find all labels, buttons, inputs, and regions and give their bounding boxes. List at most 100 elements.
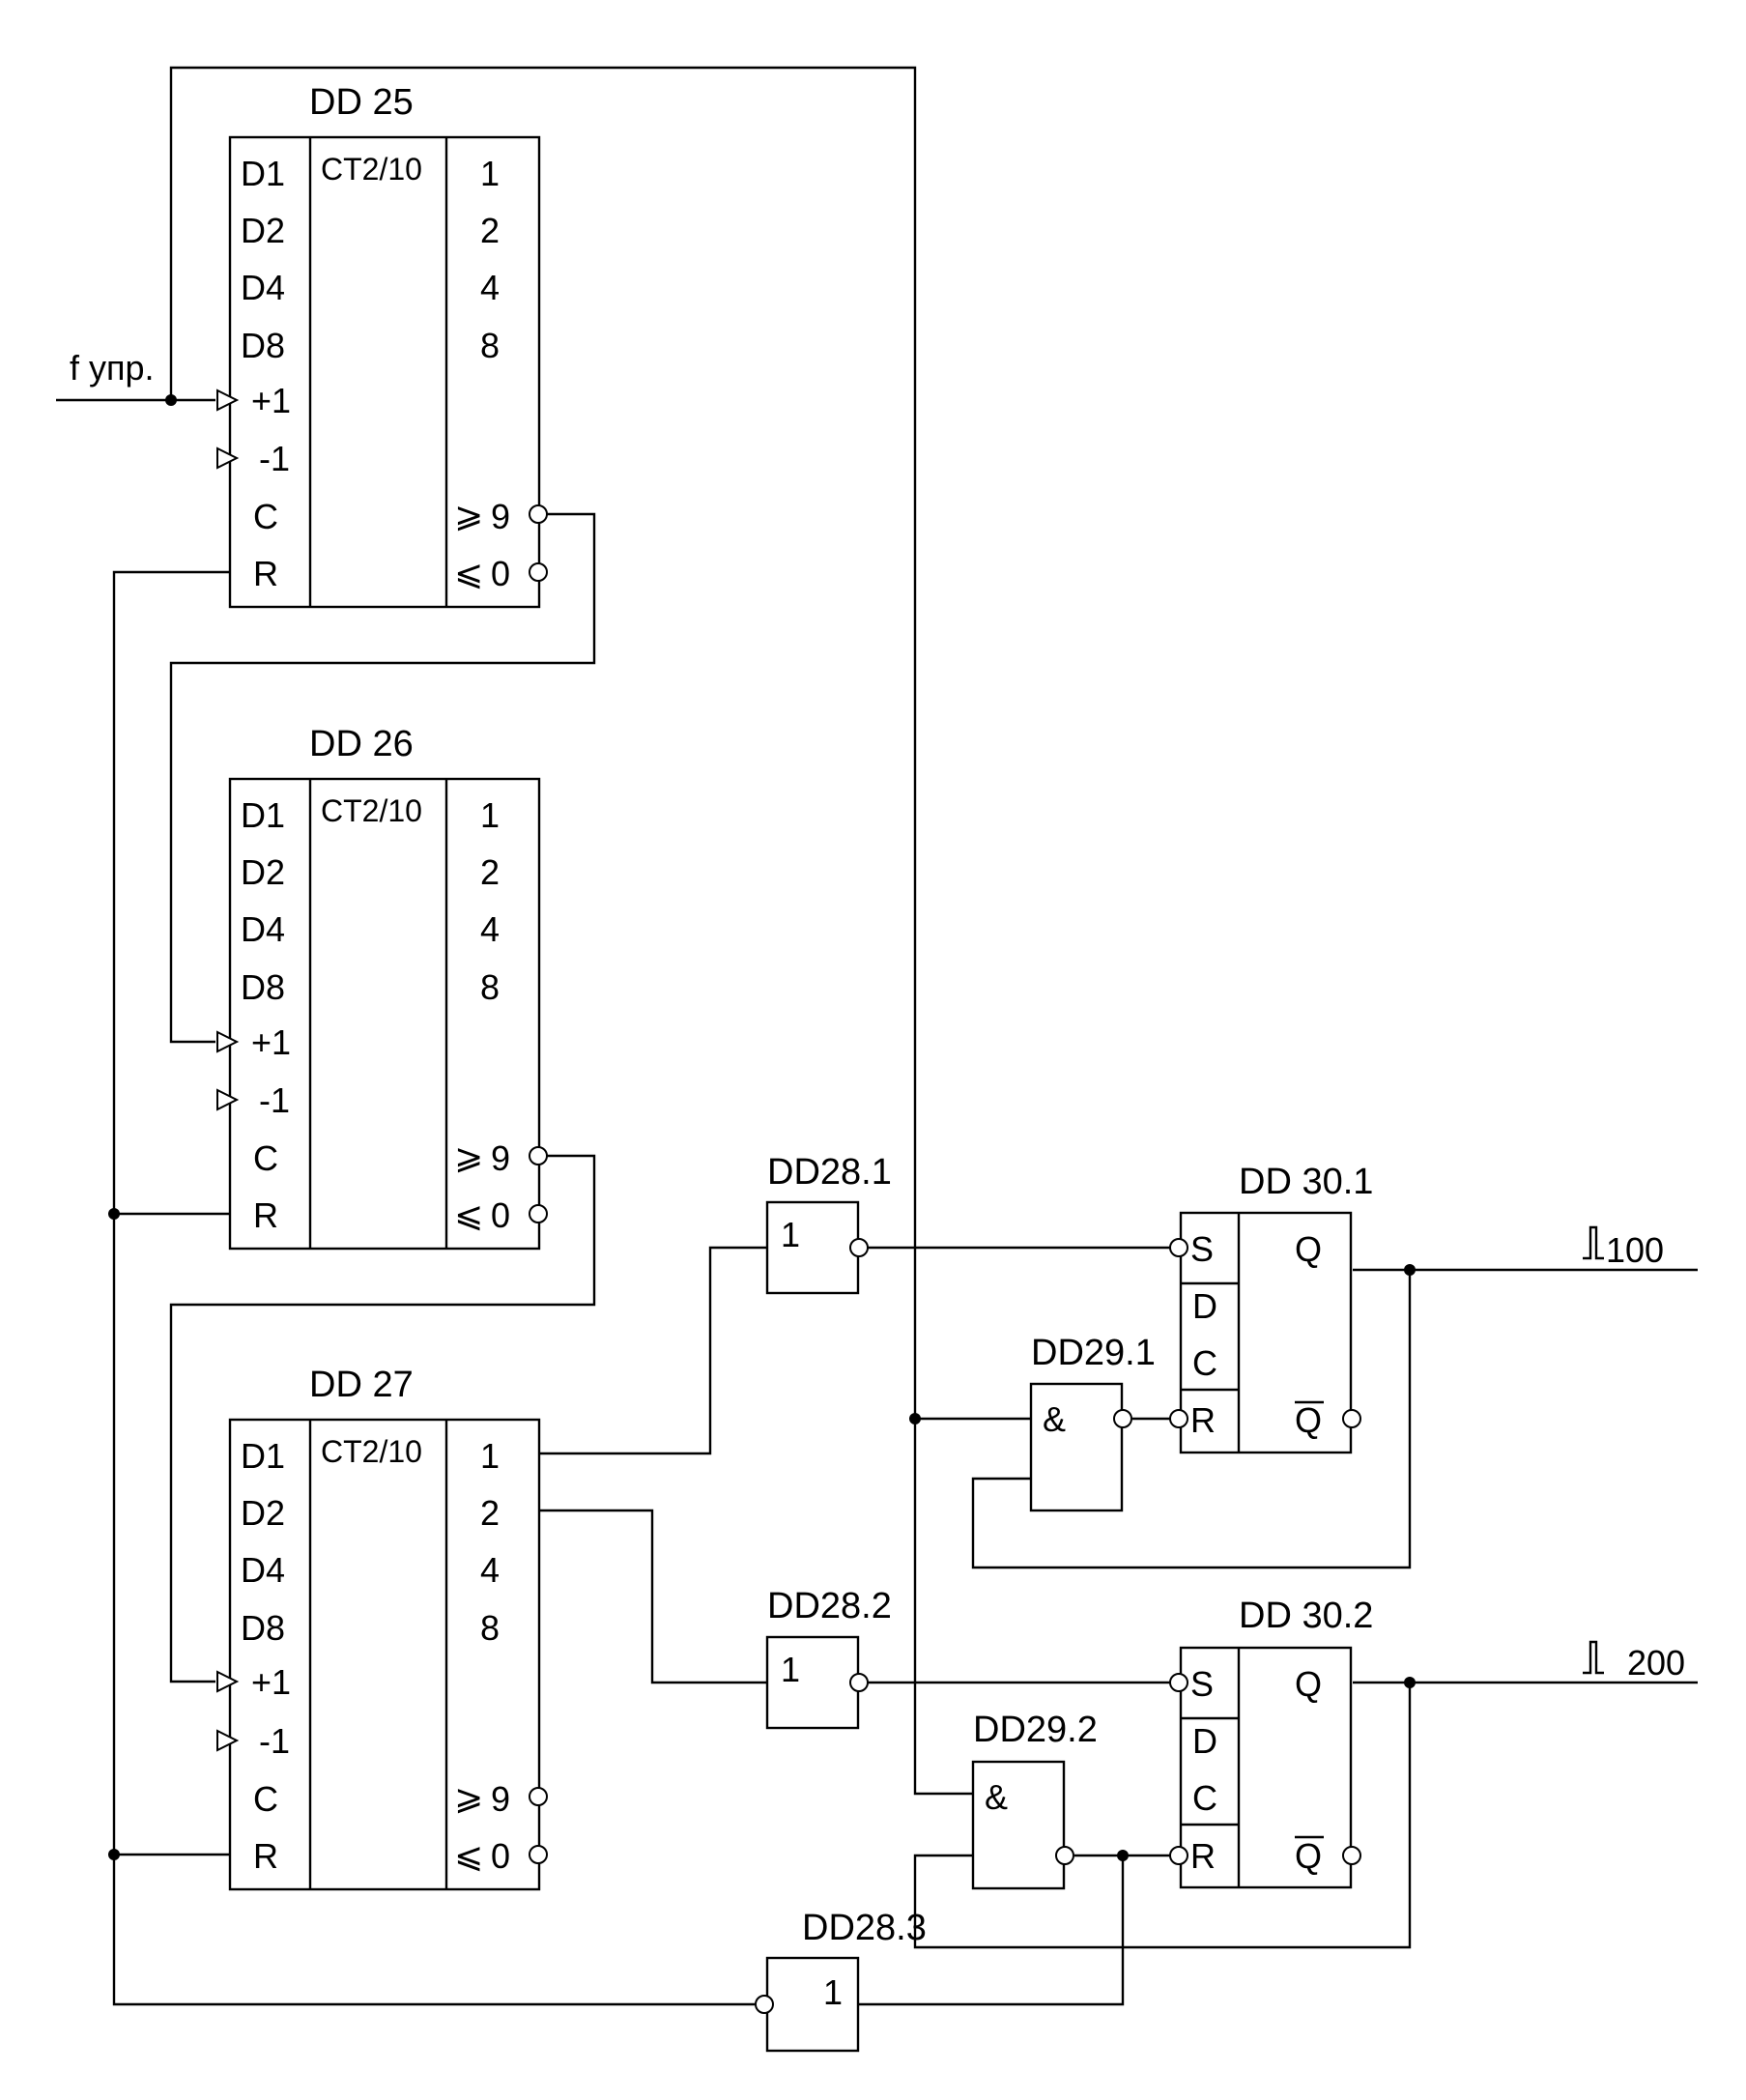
counter-body bbox=[228, 135, 541, 609]
input-signal-label: f упр. bbox=[70, 348, 155, 388]
pin-d2: D2 bbox=[241, 1493, 285, 1533]
pin-q: Q bbox=[1295, 1229, 1322, 1269]
ge-symbol: ⩾ bbox=[454, 1136, 483, 1176]
pin-down: -1 bbox=[259, 439, 290, 478]
pin-d8: D8 bbox=[241, 967, 285, 1007]
pin-c: C bbox=[1192, 1343, 1217, 1383]
counter-dd25: DD 25 CT2/10 D1 D2 D4 D8 +1 -1 C R 1 2 4… bbox=[216, 82, 548, 609]
clock-triangle-icon bbox=[216, 388, 240, 412]
clock-triangle-icon bbox=[216, 1030, 240, 1053]
clock-triangle-icon bbox=[216, 1729, 240, 1752]
pin-q1: 1 bbox=[480, 154, 500, 193]
pin-up: +1 bbox=[251, 381, 291, 420]
output-100: 100 bbox=[1583, 1225, 1664, 1270]
counter-func: CT2/10 bbox=[321, 1434, 422, 1469]
wire-dd30-2-feedback bbox=[913, 1683, 1412, 1949]
inversion-bubble-icon bbox=[1169, 1238, 1188, 1257]
pulse-icon bbox=[1583, 1225, 1604, 1260]
ge-symbol: ⩾ bbox=[454, 1777, 483, 1817]
wire-dd30-1-feedback bbox=[971, 1270, 1412, 1569]
wire-dd27-q1 bbox=[539, 1246, 767, 1455]
output-100-label: 100 bbox=[1606, 1230, 1664, 1270]
inversion-bubble-icon bbox=[1169, 1846, 1188, 1865]
wire-dd27-q2 bbox=[539, 1509, 767, 1684]
output-200-label: 200 bbox=[1627, 1643, 1685, 1683]
pin-c: C bbox=[253, 497, 278, 536]
pin-carry: 9 bbox=[491, 1138, 510, 1178]
pin-q8: 8 bbox=[480, 326, 500, 365]
pin-down: -1 bbox=[259, 1080, 290, 1120]
pin-up: +1 bbox=[251, 1662, 291, 1702]
pin-c: C bbox=[253, 1138, 278, 1178]
junction-reset-dd26 bbox=[108, 1208, 120, 1220]
pin-q2: 2 bbox=[480, 1493, 500, 1533]
pin-q: Q bbox=[1295, 1664, 1322, 1704]
gate-func: 1 bbox=[781, 1215, 800, 1254]
pin-c: C bbox=[1192, 1778, 1217, 1818]
counter-id: DD 26 bbox=[309, 724, 414, 764]
le-symbol: ⩽ bbox=[454, 1194, 483, 1234]
pin-r: R bbox=[1190, 1836, 1216, 1876]
clock-triangle-icon bbox=[216, 1670, 240, 1693]
junctions bbox=[108, 394, 1416, 1861]
ge-symbol: ⩾ bbox=[454, 495, 483, 534]
gate-func: 1 bbox=[781, 1650, 800, 1689]
inversion-bubble-icon bbox=[1169, 1673, 1188, 1692]
junction-reset-dd27 bbox=[108, 1849, 120, 1860]
pin-borrow: 0 bbox=[491, 1195, 510, 1235]
pin-r: R bbox=[253, 554, 278, 593]
inversion-bubble-icon bbox=[1113, 1409, 1132, 1428]
counter-func: CT2/10 bbox=[321, 152, 422, 187]
pin-q8: 8 bbox=[480, 967, 500, 1007]
counter-id: DD 27 bbox=[309, 1365, 414, 1405]
flipflop-body bbox=[1179, 1211, 1353, 1454]
gate-body bbox=[765, 1635, 860, 1730]
counter-dd26: DD 26 CT2/10 D1 D2 D4 D8 +1 -1 C R 1 2 4… bbox=[216, 724, 548, 1251]
pin-down: -1 bbox=[259, 1721, 290, 1761]
pin-d4: D4 bbox=[241, 1550, 285, 1590]
inversion-bubble-icon bbox=[529, 562, 548, 582]
pin-q4: 4 bbox=[480, 909, 500, 949]
flipflop-id: DD 30.2 bbox=[1239, 1596, 1373, 1636]
pin-borrow: 0 bbox=[491, 554, 510, 593]
gate-func: & bbox=[1043, 1399, 1066, 1439]
gate-id: DD28.3 bbox=[802, 1908, 927, 1948]
pin-d: D bbox=[1192, 1286, 1217, 1326]
gate-body bbox=[765, 1956, 860, 2053]
wire-top-bus bbox=[169, 66, 973, 1796]
pin-d1: D1 bbox=[241, 795, 285, 835]
gate-body bbox=[971, 1760, 1066, 1890]
wires bbox=[56, 66, 1698, 2006]
counter-body bbox=[228, 777, 541, 1251]
pin-carry: 9 bbox=[491, 1779, 510, 1819]
pin-d8: D8 bbox=[241, 1608, 285, 1648]
flipflop-id: DD 30.1 bbox=[1239, 1162, 1373, 1202]
gate-id: DD29.1 bbox=[1031, 1333, 1156, 1373]
output-200: 200 bbox=[1583, 1640, 1685, 1683]
pin-d2: D2 bbox=[241, 211, 285, 250]
pin-q2: 2 bbox=[480, 211, 500, 250]
pin-s: S bbox=[1190, 1664, 1214, 1704]
inversion-bubble-icon bbox=[1342, 1409, 1361, 1428]
flipflop-body bbox=[1179, 1646, 1353, 1889]
gate-func: 1 bbox=[823, 1972, 843, 2012]
counter-id: DD 25 bbox=[309, 82, 414, 123]
and-gate-dd29-1: DD29.1 & bbox=[1029, 1333, 1156, 1512]
pin-d1: D1 bbox=[241, 154, 285, 193]
inversion-bubble-icon bbox=[849, 1238, 869, 1257]
pin-q-bar: Q bbox=[1295, 1836, 1322, 1876]
inversion-bubble-icon bbox=[1342, 1846, 1361, 1865]
clock-triangle-icon bbox=[216, 446, 240, 470]
pin-s: S bbox=[1190, 1229, 1214, 1269]
pin-q4: 4 bbox=[480, 1550, 500, 1590]
inversion-bubble-icon bbox=[1055, 1846, 1074, 1865]
inverter-dd28-2: DD28.2 1 bbox=[765, 1586, 892, 1730]
counter-func: CT2/10 bbox=[321, 793, 422, 828]
pin-d8: D8 bbox=[241, 326, 285, 365]
le-symbol: ⩽ bbox=[454, 1835, 483, 1875]
gate-id: DD29.2 bbox=[973, 1710, 1098, 1750]
junction-input bbox=[165, 394, 177, 406]
inversion-bubble-icon bbox=[529, 1204, 548, 1223]
le-symbol: ⩽ bbox=[454, 553, 483, 592]
pin-borrow: 0 bbox=[491, 1836, 510, 1876]
